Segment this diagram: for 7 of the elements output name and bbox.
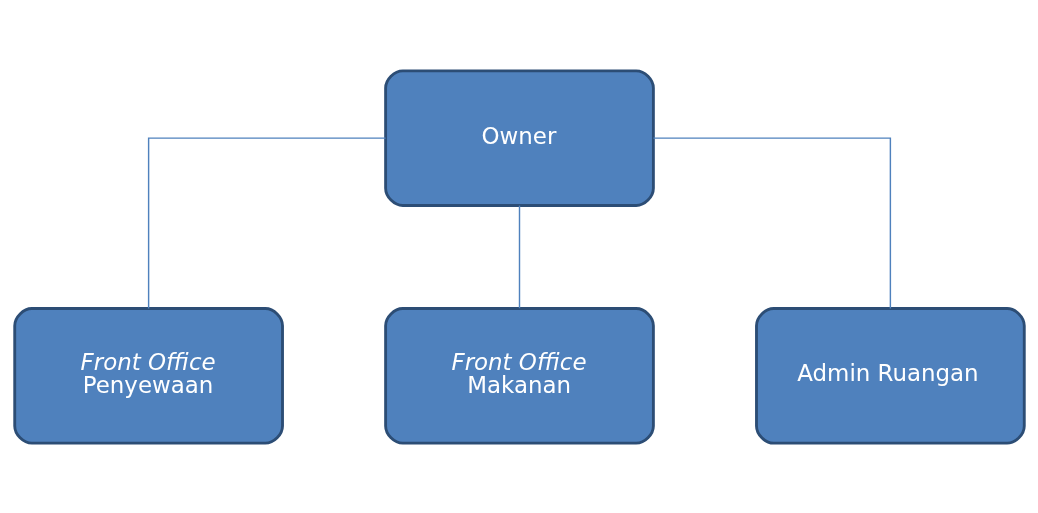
connector — [147, 136, 386, 309]
node-box: Front Office Penyewaan — [12, 306, 284, 445]
node-box: Owner — [383, 68, 655, 207]
node-box: Front Office Makanan — [383, 306, 655, 445]
node-box: Admin Ruangan — [754, 306, 1026, 445]
connector — [652, 136, 891, 309]
connector — [518, 204, 520, 309]
